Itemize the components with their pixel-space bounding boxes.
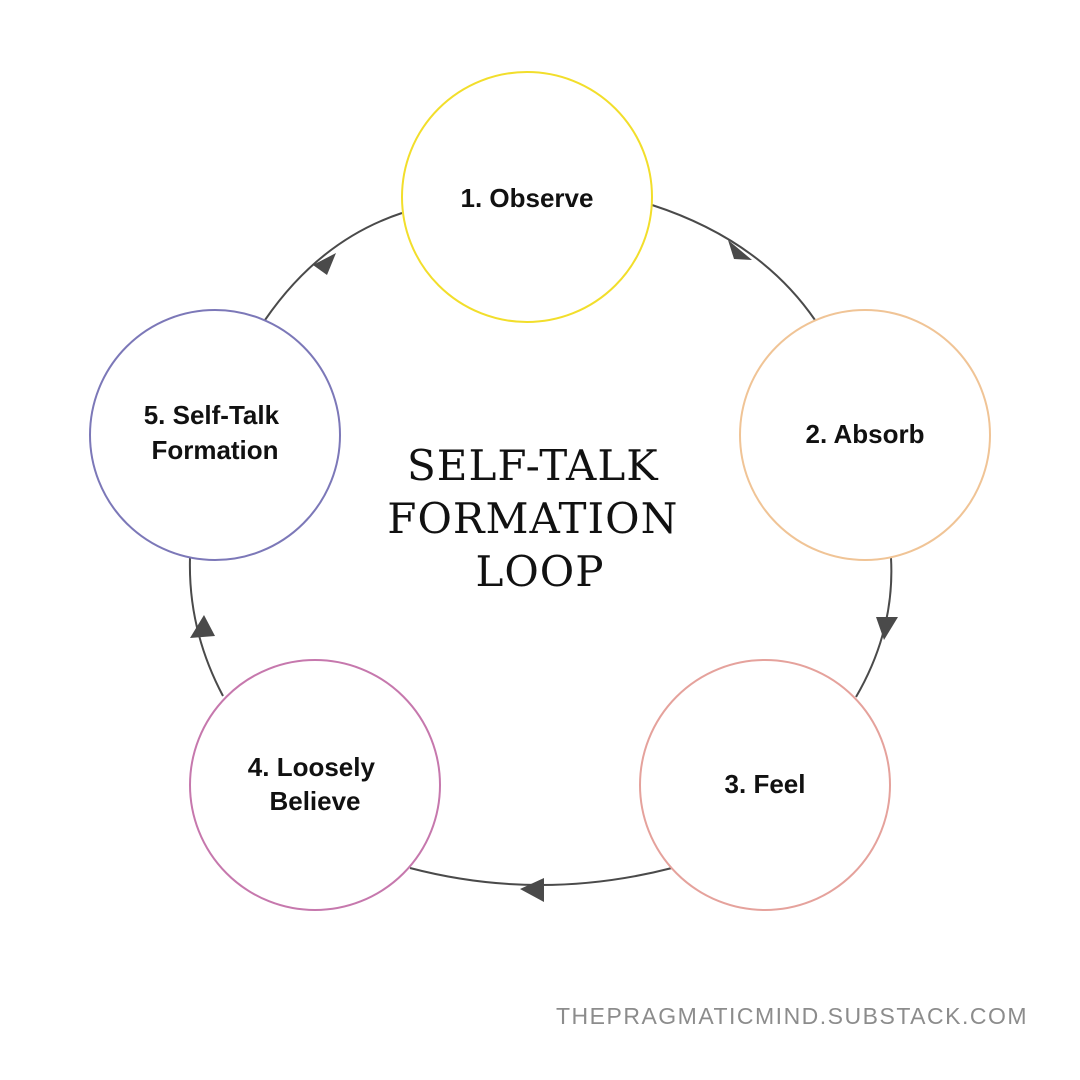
step-label-line: Formation [151, 435, 278, 465]
step-label-line: 3. Feel [725, 769, 806, 799]
svg-text:4. Loosely Believe: 4. Loosely Believe [248, 752, 382, 816]
arrowhead-to-selftalk [190, 615, 215, 638]
title-line: FORMATION [387, 494, 678, 543]
arrowhead-to-feel [876, 617, 898, 640]
loop-arrowheads [190, 240, 898, 902]
step-circle [189, 659, 441, 911]
arrowhead-to-believe [520, 878, 544, 902]
step-label-line: 2. Absorb [806, 419, 925, 449]
diagram-title: SELF-TALK FORMATION LOOP [387, 441, 692, 596]
step-label-line: 5. Self-Talk [144, 400, 280, 430]
step-node-observe: 1. Observe [401, 71, 653, 323]
svg-text:1. Observe: 1. Observe [461, 183, 594, 213]
step-circle [401, 71, 653, 323]
step-label-line: 1. Observe [461, 183, 594, 213]
step-circle [639, 659, 891, 911]
step-node-feel: 3. Feel [639, 659, 891, 911]
step-label-line: Believe [269, 786, 360, 816]
svg-text:5. Self-Talk Formation: 5. Self-Talk Formation [144, 400, 287, 465]
arc-observe-to-absorb [651, 204, 816, 321]
step-node-self-talk-formation: 5. Self-Talk Formation [89, 309, 341, 561]
arrowhead-to-absorb [728, 240, 752, 260]
step-label-line: 4. Loosely [248, 752, 376, 782]
title-line: SELF-TALK [407, 441, 659, 490]
step-circle [739, 309, 991, 561]
step-node-loosely-believe: 4. Loosely Believe [189, 659, 441, 911]
svg-text:2. Absorb: 2. Absorb [806, 419, 925, 449]
svg-text:3. Feel: 3. Feel [725, 769, 806, 799]
title-line: LOOP [475, 547, 604, 596]
step-node-absorb: 2. Absorb [739, 309, 991, 561]
arc-selftalk-to-observe [264, 212, 403, 321]
arrowhead-to-observe [313, 253, 336, 275]
step-circle [89, 309, 341, 561]
footer-url: THEPRAGMATICMIND.SUBSTACK.COM [556, 1003, 1028, 1029]
